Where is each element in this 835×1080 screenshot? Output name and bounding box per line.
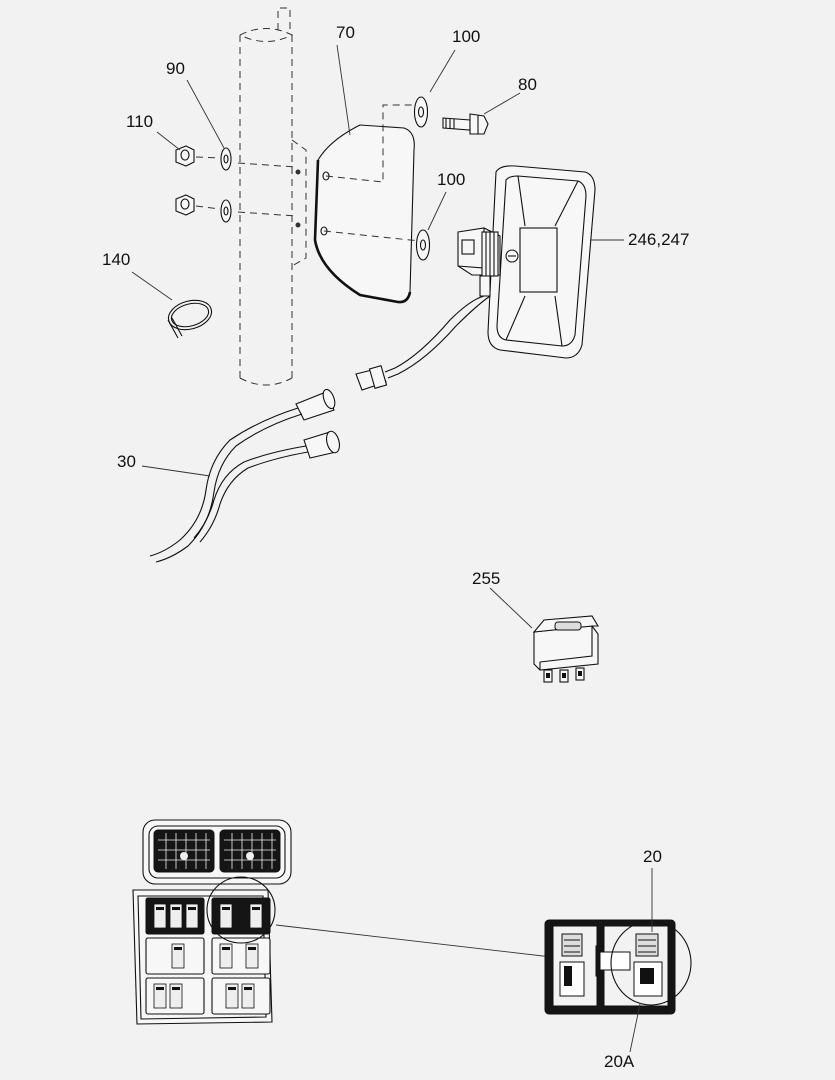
washer-90-upper	[220, 147, 232, 171]
callout-100-upper: 100	[452, 27, 480, 46]
callout-70: 70	[336, 23, 355, 42]
callout-140: 140	[102, 250, 130, 269]
callout-labels: 70 100 80 90 110 100 246,247 140 30 255 …	[102, 23, 689, 1071]
callout-110: 110	[126, 112, 153, 131]
nut-110-lower	[175, 194, 195, 216]
callout-30: 30	[117, 452, 136, 471]
callout-80: 80	[518, 75, 537, 94]
callout-100-lower: 100	[437, 170, 465, 189]
switch-detail-20	[544, 919, 692, 1015]
callout-255: 255	[472, 569, 500, 588]
washer-90-lower	[220, 199, 232, 223]
switch-panel	[132, 876, 276, 1025]
callout-90: 90	[166, 59, 185, 78]
washer-100-upper	[413, 96, 429, 128]
nut-110-upper	[175, 145, 195, 167]
work-lamp-246-247	[457, 165, 596, 359]
callout-246-247: 246,247	[628, 230, 689, 249]
lamp-cluster-panel	[142, 819, 292, 885]
callout-20: 20	[643, 847, 662, 866]
callout-20a: 20A	[604, 1052, 635, 1071]
bracket-plate-70	[237, 104, 421, 304]
mounting-pole	[239, 7, 307, 386]
bolt-80	[442, 113, 489, 135]
cable-tie-140	[167, 299, 213, 339]
wire-harness-30	[149, 295, 491, 563]
washer-100-lower	[415, 229, 431, 261]
relay-255	[532, 615, 599, 683]
leader-lines	[131, 44, 653, 1053]
